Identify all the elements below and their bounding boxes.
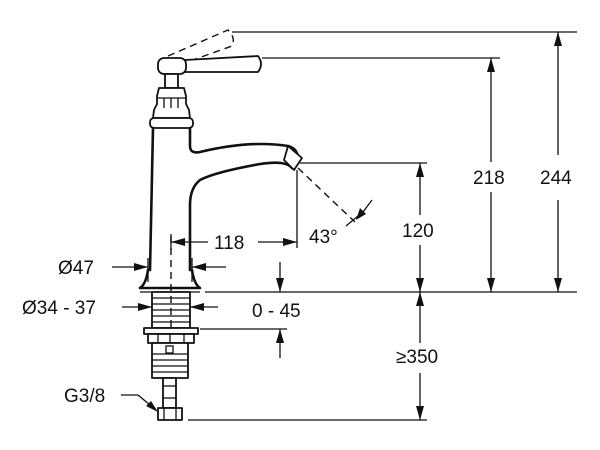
dim-spout-angle: 43°	[309, 227, 338, 248]
dim-hole-diameter: Ø34 - 37	[22, 298, 96, 319]
dim-body-diameter: Ø47	[58, 258, 94, 279]
dim-height-to-lever: 218	[473, 168, 505, 189]
dim-spout-reach: 118	[214, 233, 244, 254]
dim-total-height: 244	[540, 168, 572, 189]
raised-lever-outline	[167, 29, 235, 67]
dim-spout-height: 120	[402, 221, 434, 242]
mounting-nut	[147, 333, 195, 344]
g38-connector	[157, 407, 183, 421]
lever-hub	[157, 57, 187, 75]
aerator	[283, 145, 303, 171]
collar-ring	[149, 117, 194, 129]
dimension-lines	[112, 31, 577, 421]
faucet-outline	[138, 29, 303, 293]
dim-min-supply-length: ≥350	[396, 347, 438, 368]
label-connection-thread: G3/8	[64, 386, 105, 407]
lever-stem	[164, 73, 179, 89]
lever-handle	[184, 55, 262, 73]
dim-deck-thickness: 0 - 45	[252, 301, 301, 322]
supply-tube	[162, 377, 177, 409]
